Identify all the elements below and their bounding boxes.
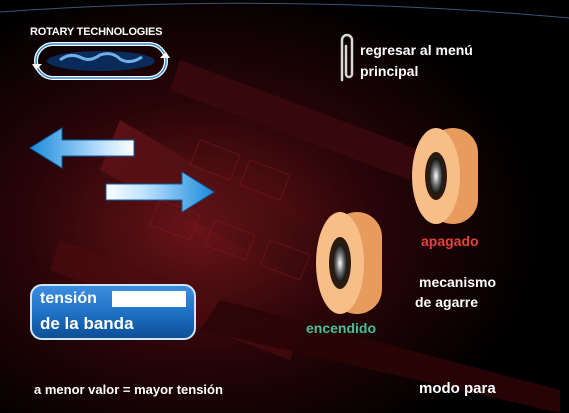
mechanism-label-line2: de agarre [415, 294, 479, 310]
tension-panel: tensión de la banda [30, 284, 196, 340]
tension-hint: a menor valor = mayor tensión [34, 382, 223, 397]
right-arrow-icon[interactable] [104, 170, 216, 214]
tension-input[interactable] [112, 291, 186, 307]
tension-label-line2: de la banda [40, 314, 134, 333]
back-to-menu-line2: principal [360, 63, 419, 79]
logo-text: ROTARY TECHNOLOGIES [30, 26, 163, 38]
on-label: encendido [306, 320, 377, 336]
off-label: apagado [421, 233, 479, 249]
left-arrow-icon[interactable] [28, 126, 138, 170]
off-wheel-icon[interactable] [406, 126, 496, 226]
tension-label-line1: tensión [40, 290, 97, 307]
on-wheel-icon[interactable] [310, 210, 400, 316]
paperclip-icon [340, 33, 354, 82]
back-to-menu-button[interactable]: regresar al menú principal [336, 30, 506, 86]
globe-arrows-icon [32, 42, 170, 80]
mechanism-label-line1: mecanismo [419, 274, 497, 290]
mode-stop-button[interactable]: modo para [419, 380, 496, 397]
logo: ROTARY TECHNOLOGIES [30, 26, 172, 82]
back-to-menu-line1: regresar al menú [360, 42, 473, 58]
